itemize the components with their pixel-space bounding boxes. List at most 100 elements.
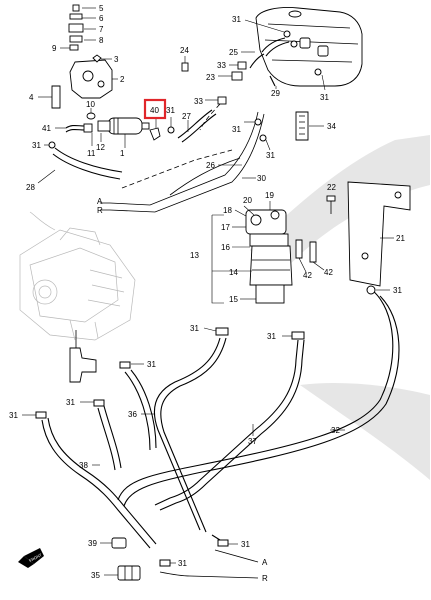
- callout-17: 17: [221, 223, 230, 232]
- fuel-filter: [232, 201, 293, 304]
- fitting-33-top: [229, 61, 247, 70]
- callout-37: 37: [248, 437, 257, 446]
- callout-9: 9: [52, 44, 57, 53]
- callout-28: 28: [26, 183, 35, 192]
- callout-18: 18: [223, 206, 232, 215]
- mount-bracket-21: [347, 181, 411, 287]
- callout-42-b: 42: [324, 268, 333, 277]
- callout-31-tank-b: 31: [320, 93, 329, 102]
- callout-10: 10: [86, 100, 95, 109]
- callout-3: 3: [114, 55, 119, 64]
- callout-25: 25: [229, 48, 238, 57]
- callout-31-clip-f: 31: [241, 540, 250, 549]
- callout-29: 29: [271, 89, 280, 98]
- callout-30: 30: [257, 174, 266, 183]
- mid-clamps: [244, 118, 271, 151]
- dir-a-bottom: A: [262, 558, 268, 567]
- callout-26: 26: [206, 161, 215, 170]
- hose-27: [177, 109, 217, 143]
- callout-14: 14: [229, 268, 238, 277]
- fitting-24: [181, 56, 189, 72]
- callout-2: 2: [120, 75, 125, 84]
- callout-31-filter: 31: [393, 286, 402, 295]
- part-39: [100, 537, 127, 549]
- callout-35: 35: [91, 571, 100, 580]
- return-lines-bottom: [159, 549, 259, 579]
- callout-23: 23: [206, 73, 215, 82]
- callout-42-a: 42: [303, 271, 312, 280]
- lower-clamps: [22, 327, 305, 567]
- callout-22: 22: [327, 183, 336, 192]
- elbow-40: [149, 118, 161, 141]
- callout-12: 12: [96, 143, 105, 152]
- bracket-arm: [38, 85, 61, 109]
- callout-4: 4: [29, 93, 34, 102]
- callout-36: 36: [128, 410, 137, 419]
- clamp-near-40: [167, 117, 175, 134]
- callout-31-mid-a: 31: [232, 125, 241, 134]
- pump-bracket: [69, 54, 118, 99]
- callout-16: 16: [221, 243, 230, 252]
- fitting-23: [218, 71, 243, 81]
- filter-fittings-42: [295, 239, 325, 273]
- washer-10: [86, 108, 96, 120]
- highlight-box[interactable]: [143, 98, 167, 120]
- callout-31-clip-c: 31: [147, 360, 156, 369]
- callout-31-clip-d: 31: [66, 398, 75, 407]
- callout-11: 11: [87, 149, 96, 158]
- dir-a-top: A: [97, 197, 103, 206]
- front-marker-text: FRONT: [28, 552, 43, 563]
- callout-15: 15: [229, 295, 238, 304]
- callout-27: 27: [182, 112, 191, 121]
- callout-38: 38: [79, 461, 88, 470]
- front-arrow-icon: FRONT: [18, 548, 44, 568]
- callout-34: 34: [327, 122, 336, 131]
- callout-13: 13: [190, 251, 199, 260]
- callout-1: 1: [120, 149, 125, 158]
- callout-32: 32: [331, 426, 340, 435]
- injection-pump-ghost: [19, 211, 136, 341]
- callout-19: 19: [265, 191, 274, 200]
- part-35: [104, 565, 141, 581]
- hose-37: [154, 339, 305, 511]
- dashed-outline: [121, 103, 233, 189]
- callout-7: 7: [99, 25, 104, 34]
- tank-hoses: [241, 37, 290, 89]
- callout-31-clip-b: 31: [267, 332, 276, 341]
- hose-bracket-34: [295, 111, 324, 141]
- callout-40: 40: [150, 106, 159, 115]
- hose-left-upper: [124, 369, 157, 451]
- tank-clamps: [244, 19, 326, 91]
- watermark-swoosh: [250, 135, 430, 480]
- callout-31-elbow: 31: [166, 106, 175, 115]
- dir-r-top: R: [97, 206, 103, 215]
- callout-31-mid-b: 31: [266, 151, 275, 160]
- bolt-22: [326, 195, 336, 214]
- hose-36: [141, 337, 227, 541]
- hose-32: [117, 285, 400, 507]
- callout-5: 5: [99, 4, 104, 13]
- fuel-tank: [255, 7, 363, 87]
- fuel-pump: [97, 117, 150, 148]
- callout-8: 8: [99, 36, 104, 45]
- valve-part: [69, 330, 97, 383]
- callout-24: 24: [180, 46, 189, 55]
- callout-41: 41: [42, 124, 51, 133]
- callout-31-tank-a: 31: [232, 15, 241, 24]
- callout-21: 21: [396, 234, 405, 243]
- bolt-stack: [60, 4, 96, 51]
- callout-33-mid: 33: [194, 97, 203, 106]
- callout-39: 39: [88, 539, 97, 548]
- callout-31-pump: 31: [32, 141, 41, 150]
- callout-6: 6: [99, 14, 104, 23]
- dir-r-bottom: R: [262, 574, 268, 583]
- callout-31-clip-a: 31: [190, 324, 199, 333]
- hose-28: [37, 141, 123, 184]
- callout-31-clip-e: 31: [9, 411, 18, 420]
- callout-labels: 5 6 7 8 9 3 2 4 10 41 31 11 12 1 40 31 2…: [9, 4, 405, 583]
- hose-38: [41, 405, 157, 549]
- fitting-33-mid: [205, 96, 227, 105]
- filter-bracket-lines: [211, 214, 256, 304]
- pipe-41: [55, 123, 102, 146]
